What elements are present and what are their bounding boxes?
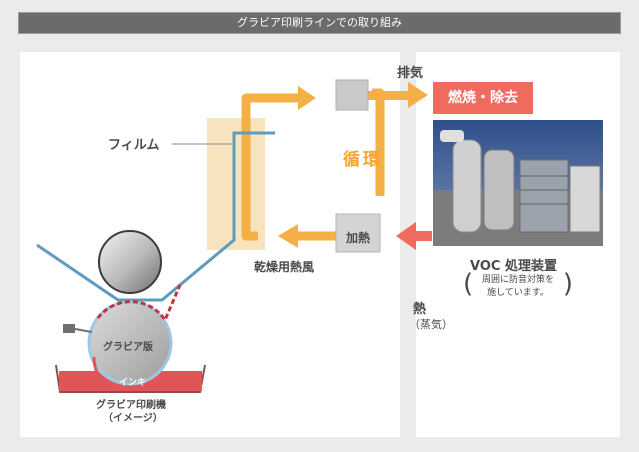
gravure-plate-label: グラビア版 <box>103 342 153 353</box>
voc-note-line-2: 施しています。 <box>487 288 549 298</box>
paren-right: ) <box>562 269 573 299</box>
arrow-head-top <box>298 86 316 110</box>
ink-transfer <box>96 284 182 324</box>
heat-arrow-head <box>396 222 416 250</box>
voc-plant-photo <box>433 120 603 246</box>
press-note-label: （イメージ） <box>103 413 163 424</box>
film-path <box>36 131 275 302</box>
circulation-label: 循環 <box>343 150 383 170</box>
drying-zone <box>207 118 265 250</box>
heat-label: 熱 <box>413 302 427 317</box>
voc-note: ( 周囲に防音対策を 施しています。 ) <box>463 269 573 301</box>
exhaust-line <box>368 91 410 100</box>
impression-roll <box>98 230 162 294</box>
press-name-label: グラビア印刷機 <box>96 400 166 411</box>
combustion-badge: 燃焼・除去 <box>433 82 533 114</box>
page-title: グラビア印刷ラインでの取り組み <box>18 12 621 34</box>
blade-arm <box>74 328 93 333</box>
heating-unit-label: 加熱 <box>346 231 371 245</box>
exhaust-fan-box <box>335 79 369 111</box>
arrow-head-exhaust <box>408 82 428 108</box>
drying-air-label: 乾燥用熱風 <box>254 260 315 274</box>
ink-pan-outline <box>55 364 206 393</box>
paren-left: ( <box>463 269 474 299</box>
steam-label: （蒸気） <box>409 318 453 331</box>
ink-label: インキ <box>119 378 147 388</box>
gravure-cylinder <box>87 300 173 386</box>
ink-under <box>92 356 100 376</box>
arrow-head-return <box>278 224 298 248</box>
doctor-blade <box>63 324 75 333</box>
voc-note-line-1: 周囲に防音対策を <box>481 275 554 285</box>
heat-line <box>414 231 432 241</box>
voc-equipment-label: VOC 処理装置 <box>470 259 557 274</box>
exhaust-label: 排気 <box>397 66 424 81</box>
film-label: フィルム <box>108 138 160 153</box>
heater-box <box>335 213 381 253</box>
